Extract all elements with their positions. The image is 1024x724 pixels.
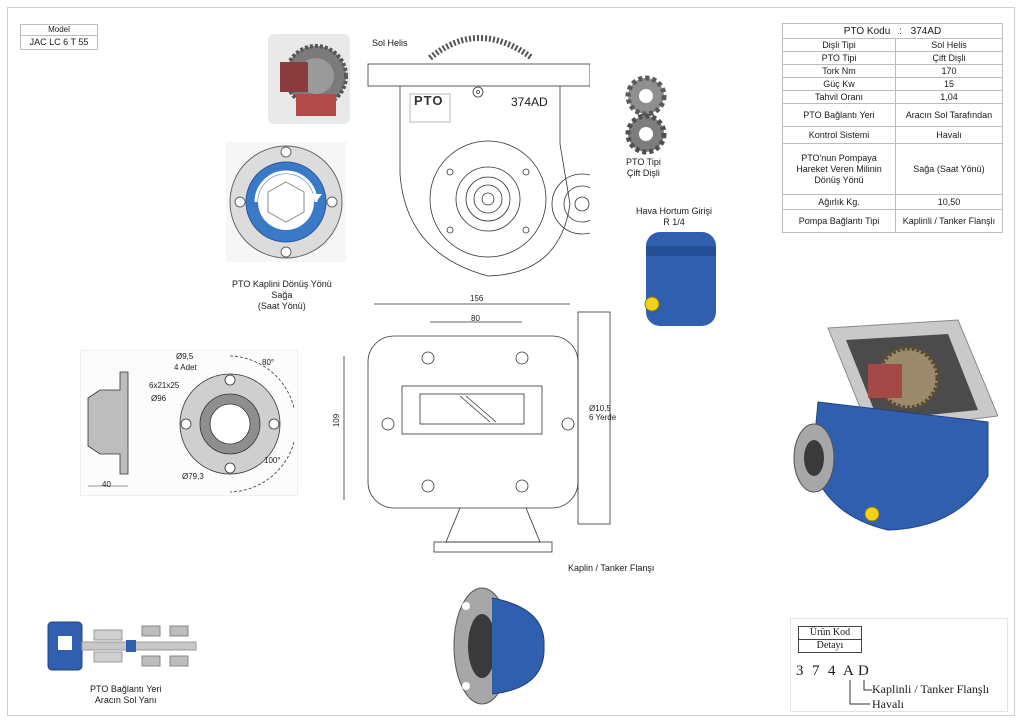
- table-row: Ağırlık Kg.10,50: [782, 194, 1003, 210]
- flange-bore: Ø96: [151, 394, 167, 403]
- kaplin-donus-line1: PTO Kaplini Dönüş Yönü: [232, 279, 332, 289]
- logo-mark: PTO: [414, 93, 444, 108]
- code-title-line2: Detayı: [799, 639, 861, 652]
- spec-value: Aracın Sol Tarafından: [895, 103, 1003, 127]
- flange-spline: 6x21x25: [149, 381, 180, 390]
- flange-photo: [453, 587, 545, 705]
- kaplin-donus-line3: (Saat Yönü): [257, 301, 306, 311]
- kaplin-donus-line2: Sağa: [271, 290, 293, 300]
- sol-helis-label: Sol Helis: [372, 38, 408, 48]
- flange-hole-dia: Ø9,5: [176, 352, 194, 361]
- pto-3d-render: [793, 319, 998, 531]
- helical-gear-photo: [268, 34, 350, 124]
- air-inlet-photo: [644, 232, 716, 326]
- spec-key: Güç Kw: [782, 77, 896, 91]
- code-leader-lines: [849, 680, 872, 705]
- code-title-line1: Ürün Kod: [809, 627, 851, 638]
- flange-hole-count: 4 Adet: [174, 363, 197, 372]
- spec-value: Sol Helis: [895, 38, 1003, 52]
- code-char: D: [858, 663, 869, 679]
- flange-depth: 40: [102, 480, 111, 489]
- code-char: 7: [812, 663, 820, 679]
- kaplin-donus-label: PTO Kaplini Dönüş Yönü Sağa (Saat Yönü): [232, 279, 332, 312]
- body-width-inner: 80: [471, 314, 480, 323]
- flange-pcd: Ø79,3: [182, 472, 204, 481]
- code-legend-d: Kaplinli / Tanker Flanşlı: [872, 682, 990, 696]
- body-width-outer: 156: [470, 294, 484, 303]
- model-box: Model JAC LC 6 T 55: [20, 24, 98, 50]
- code-char: 3: [796, 663, 804, 679]
- hava-hortum-line1: Hava Hortum Girişi: [636, 206, 713, 216]
- code-detail-title: Ürün Kod Detayı: [798, 626, 862, 653]
- spec-key: Ağırlık Kg.: [782, 194, 896, 210]
- baglanti-yeri-line1: PTO Bağlantı Yeri: [90, 684, 162, 694]
- spec-key: Dişli Tipi: [782, 38, 896, 52]
- pto-front-view-drawing: [367, 35, 590, 277]
- spec-title-key: PTO Kodu: [843, 25, 891, 37]
- spec-value: Kaplinli / Tanker Flanşlı: [895, 209, 1003, 233]
- kaplin-tanker-label: Kaplin / Tanker Flanşı: [568, 563, 655, 573]
- body-hole-note: Ø10,5 6 Yerde: [589, 404, 616, 422]
- spec-value: 15: [895, 77, 1003, 91]
- body-hole-count: 6 Yerde: [589, 413, 617, 422]
- spec-title-cell: PTO Kodu : 374AD: [782, 23, 1003, 39]
- spec-value: Çift Dişli: [895, 51, 1003, 65]
- spec-value: Havalı: [895, 126, 1003, 144]
- spec-value: Sağa (Saat Yönü): [895, 143, 1003, 195]
- spec-title-row: PTO Kodu : 374AD: [782, 23, 1003, 39]
- code-char: A: [843, 663, 854, 679]
- flange-angle-2: 100°: [264, 456, 281, 465]
- flange-angle-1: 80°: [262, 358, 275, 367]
- code-legend-a: Havalı: [872, 697, 904, 711]
- model-code-label: 374AD: [511, 95, 548, 109]
- spec-value: 1,04: [895, 90, 1003, 104]
- spec-key: Kontrol Sistemi: [782, 126, 896, 144]
- code-char: 4: [828, 663, 836, 679]
- table-row: PTO'nun Pompaya Hareket Veren Milinin Dö…: [782, 143, 1003, 195]
- baglanti-yeri-line2: Aracın Sol Yanı: [94, 695, 157, 705]
- coupling-rotation-drawing: [226, 142, 346, 262]
- hava-hortum-label: Hava Hortum Girişi R 1/4: [636, 206, 712, 228]
- spec-key: PTO Bağlantı Yeri: [782, 103, 896, 127]
- spec-key: PTO'nun Pompaya Hareket Veren Milinin Dö…: [782, 143, 896, 195]
- spec-key: Tork Nm: [782, 64, 896, 78]
- spec-value: 170: [895, 64, 1003, 78]
- body-height: 109: [332, 413, 342, 428]
- pto-tipi-label: PTO Tipi Çift Dişli: [626, 157, 661, 179]
- spec-key: Pompa Bağlantı Tipi: [782, 209, 896, 233]
- hava-hortum-line2: R 1/4: [663, 217, 685, 227]
- body-hole-dia: Ø10,5: [589, 404, 611, 413]
- spec-value: 10,50: [895, 194, 1003, 210]
- spec-key: PTO Tipi: [782, 51, 896, 65]
- model-value: JAC LC 6 T 55: [29, 37, 89, 47]
- truck-location-diagram: [47, 621, 197, 671]
- baglanti-yeri-label: PTO Bağlantı Yeri Aracın Sol Yanı: [90, 684, 161, 706]
- page-frame: [7, 7, 1015, 716]
- pto-tipi-line2: Çift Dişli: [626, 168, 660, 178]
- flange-dimension-drawing: [80, 350, 298, 496]
- pto-tipi-line1: PTO Tipi: [626, 157, 661, 167]
- double-gear-icon: [625, 75, 667, 155]
- pto-body-dimension-drawing: [343, 303, 611, 553]
- spec-title-value: 374AD: [910, 25, 942, 37]
- code-detail-box: [790, 618, 1008, 712]
- spec-key: Tahvil Oranı: [782, 90, 896, 104]
- spec-title-sep: :: [899, 25, 902, 37]
- model-header: Model: [21, 25, 97, 36]
